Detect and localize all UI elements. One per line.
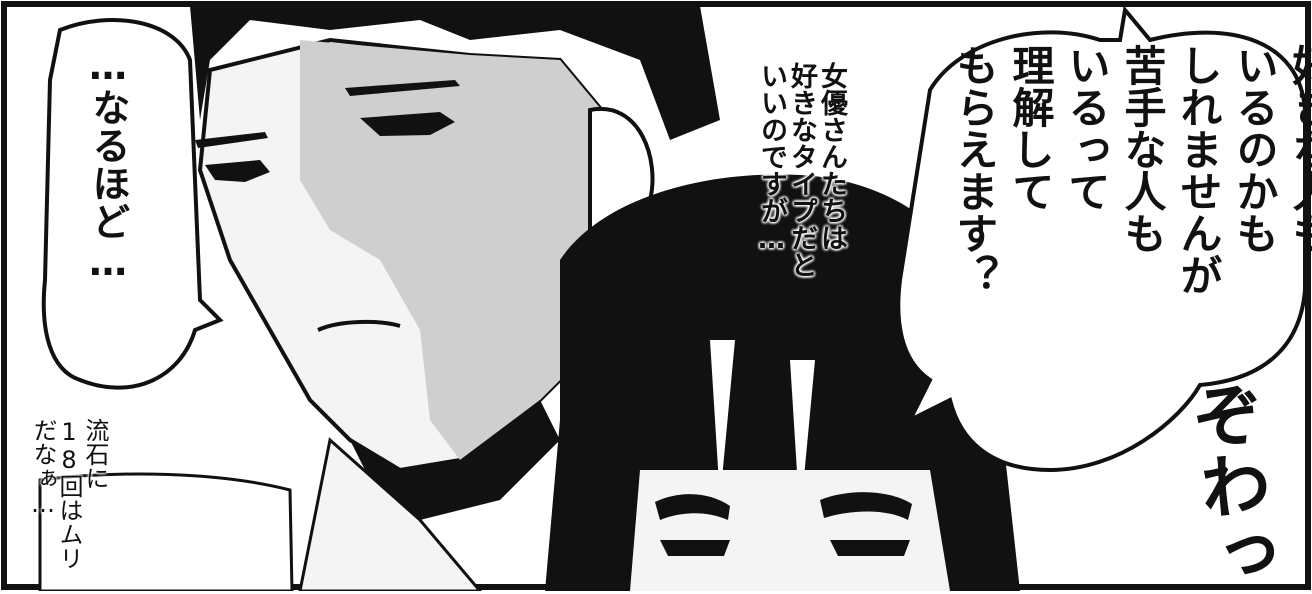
man-brow-right <box>345 80 460 96</box>
woman-eye-shadow-right <box>830 540 910 556</box>
man-collar <box>350 400 560 520</box>
man-eye-left <box>205 160 270 182</box>
woman-eye-left <box>655 494 730 520</box>
speech-left-text: …なるほど… <box>86 44 130 284</box>
speech-right-text: 好きな人も いるのかも しれませんが 苦手な人も いるって 理解して もらえます… <box>950 44 1312 296</box>
drinking-glass <box>38 472 294 591</box>
woman-bangs-highlight-2 <box>790 360 815 520</box>
speech-bubble-right <box>896 5 1307 473</box>
speech-bubble-left <box>41 18 224 390</box>
man-neck <box>298 437 482 591</box>
woman-face <box>630 470 950 591</box>
man-mouth <box>317 319 401 332</box>
woman-eye-shadow-left <box>660 540 730 556</box>
man-eye-right <box>360 112 455 136</box>
whisper-mid-text: 女優さんたちは 好きなタイプだと いいのですが… <box>756 62 847 278</box>
woman-eye-right <box>820 492 912 520</box>
woman-bangs-highlight-1 <box>710 340 735 500</box>
narration-low-text: 流石に 18回はムリ だなぁ… <box>29 418 109 570</box>
man-brow-left <box>195 132 268 148</box>
man-hair <box>190 6 720 140</box>
